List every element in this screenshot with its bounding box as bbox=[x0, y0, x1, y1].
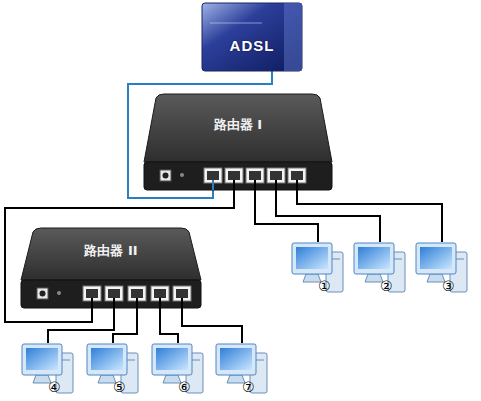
plug-stub bbox=[91, 298, 93, 308]
plug-stub bbox=[275, 180, 277, 190]
router-shape bbox=[15, 226, 207, 308]
ethernet-port-hole bbox=[249, 171, 261, 180]
device-label: 路由器 I bbox=[214, 116, 262, 134]
computer-node: ① bbox=[288, 242, 348, 298]
plug-stub bbox=[254, 180, 256, 190]
network-cable bbox=[48, 308, 114, 343]
network-cable bbox=[113, 308, 137, 343]
device-label: 路由器 II bbox=[84, 242, 137, 260]
network-cable bbox=[276, 190, 380, 242]
modem-stripe bbox=[210, 23, 262, 24]
router-node: 路由器 I bbox=[138, 92, 338, 190]
network-cable bbox=[297, 190, 442, 242]
callout-number: ⑦ bbox=[242, 379, 255, 395]
power-jack-hole bbox=[40, 291, 46, 297]
computer-node: ⑦ bbox=[212, 343, 272, 399]
plug-stub bbox=[233, 180, 235, 190]
monitor-screen bbox=[296, 247, 328, 269]
network-cable bbox=[5, 190, 234, 322]
plug-stub bbox=[212, 180, 214, 190]
plug-stub bbox=[113, 298, 115, 308]
callout-number: ⑤ bbox=[113, 379, 126, 395]
modem-side bbox=[284, 3, 302, 71]
callout-number: ④ bbox=[48, 379, 61, 395]
monitor-frame bbox=[216, 344, 256, 375]
plug-stub bbox=[181, 298, 183, 308]
monitor-frame bbox=[354, 243, 394, 274]
ethernet-port-hole bbox=[176, 289, 188, 298]
ethernet-port-hole bbox=[154, 289, 166, 298]
monitor-screen bbox=[156, 348, 188, 370]
network-cable bbox=[160, 308, 178, 343]
ethernet-port-hole bbox=[86, 289, 98, 298]
network-cable bbox=[182, 308, 242, 343]
monitor-screen bbox=[26, 348, 58, 370]
device-label: ADSL bbox=[230, 37, 275, 54]
ethernet-port-hole bbox=[131, 289, 143, 298]
modem-body bbox=[202, 3, 302, 71]
ethernet-port-hole bbox=[228, 171, 240, 180]
power-jack bbox=[160, 170, 171, 181]
computer-node: ⑤ bbox=[83, 343, 143, 399]
monitor-frame bbox=[22, 344, 62, 375]
computer-node: ③ bbox=[412, 242, 472, 298]
router-shape bbox=[138, 92, 338, 190]
callout-number: ③ bbox=[442, 278, 455, 294]
computer-node: ⑥ bbox=[148, 343, 208, 399]
callout-number: ① bbox=[318, 278, 331, 294]
ethernet-port-hole bbox=[207, 171, 219, 180]
monitor-screen bbox=[420, 247, 452, 269]
reset-button bbox=[180, 173, 184, 177]
plug-stub bbox=[296, 180, 298, 190]
monitor-frame bbox=[416, 243, 456, 274]
computer-node: ② bbox=[350, 242, 410, 298]
router-top bbox=[21, 228, 201, 280]
ethernet-port-hole bbox=[291, 171, 303, 180]
monitor-frame bbox=[292, 243, 332, 274]
monitor-frame bbox=[152, 344, 192, 375]
reset-button bbox=[57, 291, 61, 295]
router-node: 路由器 II bbox=[15, 226, 207, 308]
router-front bbox=[144, 162, 332, 190]
adsl-node: ADSL bbox=[202, 3, 302, 71]
computer-node: ④ bbox=[18, 343, 78, 399]
ethernet-port-hole bbox=[108, 289, 120, 298]
callout-number: ⑥ bbox=[178, 379, 191, 395]
power-jack bbox=[37, 288, 48, 299]
plug-stub bbox=[159, 298, 161, 308]
router-front bbox=[21, 280, 201, 308]
ethernet-port-hole bbox=[270, 171, 282, 180]
power-jack-hole bbox=[163, 173, 169, 179]
callout-number: ② bbox=[380, 278, 393, 294]
monitor-screen bbox=[220, 348, 252, 370]
plug-stub bbox=[136, 298, 138, 308]
monitor-screen bbox=[358, 247, 390, 269]
monitor-frame bbox=[87, 344, 127, 375]
monitor-screen bbox=[91, 348, 123, 370]
router-top bbox=[144, 94, 332, 162]
